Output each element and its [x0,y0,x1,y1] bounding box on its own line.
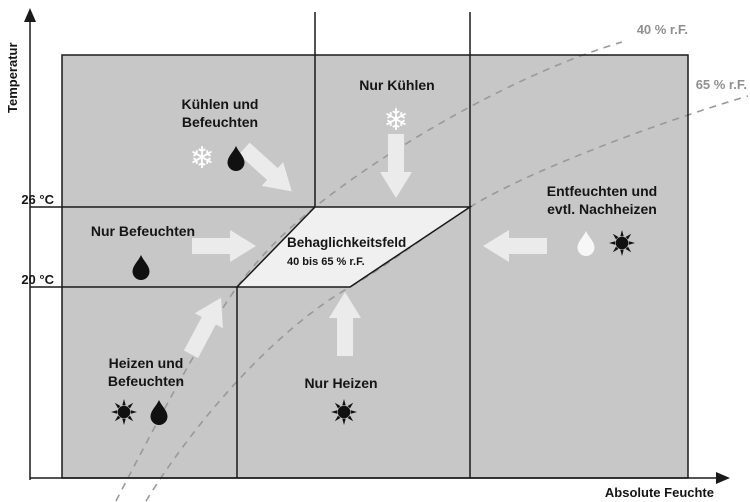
zone-cool-humidify-line1: Kühlen und [182,96,259,112]
rf65-curve-label: 65 % r.F. [696,77,747,92]
y-axis-arrowhead-icon [24,8,36,22]
y-axis-title: Temperatur [5,42,20,113]
tick-20c: 20 °C [21,272,54,287]
x-axis-arrowhead-icon [716,472,730,484]
zone-dehumidify-line2: evtl. Nachheizen [547,201,657,217]
tick-26c: 26 °C [21,192,54,207]
sun-icon [609,230,635,256]
zone-cool-only-label: Nur Kühlen [359,77,434,93]
zone-dehumidify-line1: Entfeuchten und [547,183,657,199]
snowflake-icon: ❄ [383,103,408,138]
sun-icon [331,399,357,425]
x-axis-title: Absolute Feuchte [605,485,714,500]
snowflake-icon: ❄ [189,141,214,176]
zone-heat-humidify-line2: Befeuchten [108,373,184,389]
comfort-field-title: Behaglichkeitsfeld [287,235,406,250]
zone-cool-humidify-line2: Befeuchten [182,114,258,130]
rf40-curve [115,41,623,502]
sun-icon [111,399,137,425]
comfort-field-range: 40 bis 65 % r.F. [287,256,365,268]
zone-humidify-only-label: Nur Befeuchten [91,223,195,239]
zone-heat-only-label: Nur Heizen [304,375,377,391]
zone-heat-humidify-line1: Heizen und [109,355,184,371]
rf40-curve-label: 40 % r.F. [637,22,688,37]
comfort-field [235,206,473,288]
